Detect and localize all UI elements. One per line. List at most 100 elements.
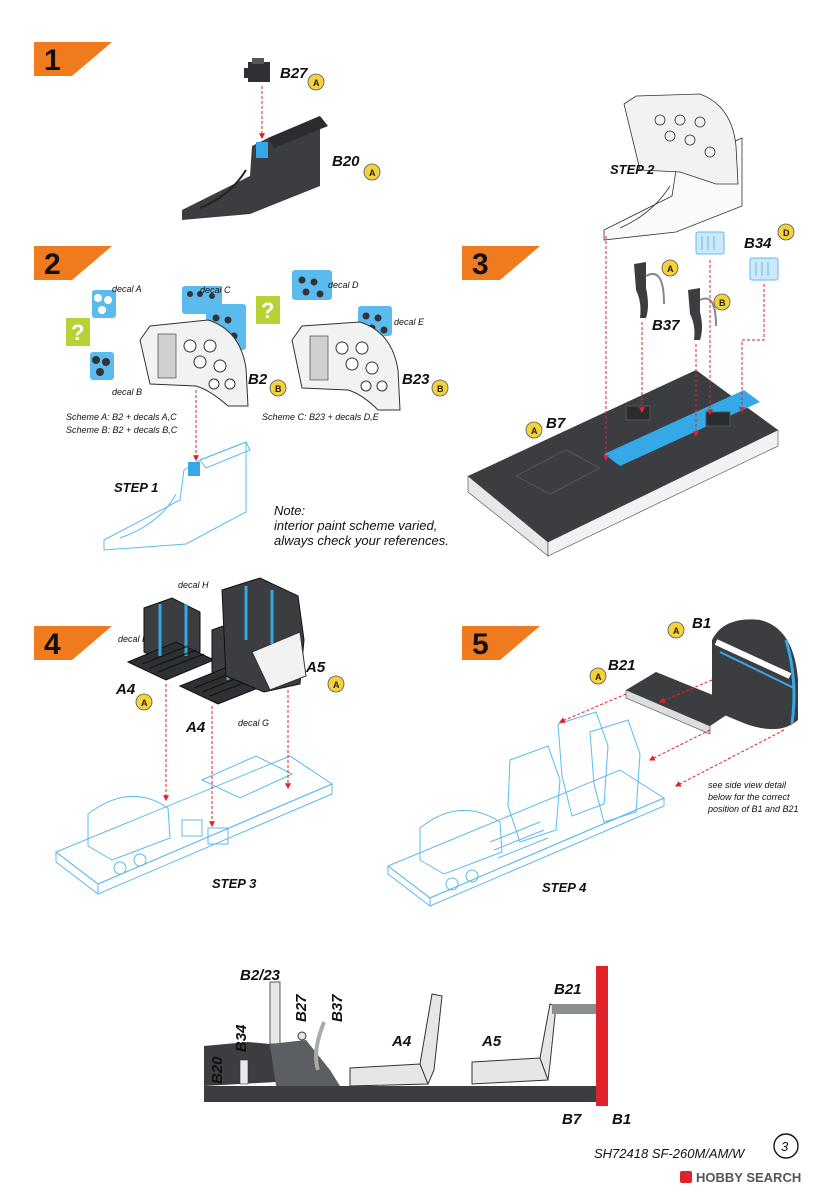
side-view-stick xyxy=(314,1021,326,1071)
svg-text:A: A xyxy=(673,626,680,636)
decal-b xyxy=(90,352,114,380)
sprue-badge-a: A xyxy=(667,621,685,639)
step-5-panel: 5 B1 A B21 A see side view detail below … xyxy=(387,615,799,908)
step-2-reference xyxy=(603,93,743,241)
part-b20 xyxy=(182,116,328,220)
svg-text:A: A xyxy=(333,680,340,690)
sprue-badge-b: B xyxy=(431,379,449,397)
part-label-b34: B34 xyxy=(744,235,772,252)
step-1-number: 1 xyxy=(44,44,61,77)
side-label-b21: B21 xyxy=(554,981,582,998)
side-view-seat-a4 xyxy=(349,993,443,1087)
sprue-badge-a: A xyxy=(589,667,607,685)
svg-text:A: A xyxy=(369,168,376,178)
part-b27 xyxy=(244,58,270,82)
step-2-badge xyxy=(34,246,112,280)
part-label-b23: B23 xyxy=(402,371,430,388)
arrow-b1-b xyxy=(674,729,785,787)
scheme-a-text: Scheme A: B2 + decals A,C xyxy=(66,412,177,422)
side-label-a4: A4 xyxy=(391,1033,412,1050)
svg-text:?: ? xyxy=(71,320,84,345)
arrow-b21-b xyxy=(648,729,711,761)
page-number-circle xyxy=(773,1133,799,1159)
part-b34 xyxy=(695,231,779,281)
side-label-b34: B34 xyxy=(233,1024,250,1052)
part-label-b21: B21 xyxy=(608,657,636,674)
side-view-panel: B2/23 B27 B37 B34 B20 A4 A5 B21 B7 B1 xyxy=(204,966,631,1128)
side-label-b37: B37 xyxy=(329,994,346,1022)
note-line-2: always check your references. xyxy=(274,533,449,548)
part-b7 xyxy=(467,370,779,557)
svg-text:?: ? xyxy=(261,298,274,323)
product-code: SH72418 SF-260M/AM/W xyxy=(594,1146,746,1161)
part-b2 xyxy=(139,319,249,407)
sprue-badge-a: A xyxy=(363,163,381,181)
step-4-reference xyxy=(387,711,666,908)
side-view-b27 xyxy=(297,1031,307,1041)
step-4-ref-label: STEP 4 xyxy=(542,880,587,895)
question-icon: ? xyxy=(256,296,280,324)
part-label-a4-left: A4 xyxy=(115,681,136,698)
side-label-b27: B27 xyxy=(293,994,310,1022)
decal-label-g: decal G xyxy=(238,718,269,728)
sprue-badge-d: D xyxy=(777,223,795,241)
decal-label-f: decal F xyxy=(118,634,148,644)
decal-label-a: decal A xyxy=(112,284,142,294)
scheme-b-text: Scheme B: B2 + decals B,C xyxy=(66,425,178,435)
side-label-b20: B20 xyxy=(209,1056,226,1084)
side-view-seat-a5 xyxy=(471,1003,557,1085)
side-view-note-2: below for the correct xyxy=(708,792,790,802)
sprue-badge-a: A xyxy=(135,693,153,711)
side-view-floor xyxy=(204,1086,604,1102)
part-label-b20: B20 xyxy=(332,153,360,170)
page-number: 3 xyxy=(781,1139,789,1154)
step-4-badge xyxy=(34,626,112,660)
watermark: HOBBY SEARCH xyxy=(696,1170,801,1185)
seat-a4-left xyxy=(126,597,216,681)
decal-label-e: decal E xyxy=(394,317,425,327)
side-label-b1: B1 xyxy=(612,1111,631,1128)
decal-label-h: decal H xyxy=(178,580,209,590)
part-b23 xyxy=(291,321,401,411)
footer: SH72418 SF-260M/AM/W 3 HOBBY SEARCH xyxy=(594,1133,801,1185)
decal-a xyxy=(92,290,116,318)
arrow-b34-b xyxy=(739,284,765,414)
step-4-number: 4 xyxy=(44,628,61,661)
step-1-reference xyxy=(103,441,251,551)
decal-label-d: decal D xyxy=(328,280,359,290)
part-label-b1: B1 xyxy=(692,615,711,632)
note-title: Note: xyxy=(274,503,305,518)
step-3-panel: 3 STEP 2 B34 D B37 xyxy=(462,93,795,557)
step-4-panel: 4 decal H decal F decal G A4 A xyxy=(34,577,345,896)
part-b37 xyxy=(634,262,717,340)
part-label-a5: A5 xyxy=(305,659,326,676)
svg-text:D: D xyxy=(783,228,790,238)
part-label-b2: B2 xyxy=(248,371,268,388)
step-3-number: 3 xyxy=(472,248,489,281)
part-b1 xyxy=(712,619,798,730)
step-2-number: 2 xyxy=(44,248,61,281)
step-3-reference xyxy=(55,755,334,896)
svg-text:B: B xyxy=(437,384,444,394)
step-1-panel: 1 B27 A B20 A xyxy=(34,42,381,220)
sprue-badge-a: A xyxy=(525,421,543,439)
side-label-b2-23: B2/23 xyxy=(240,967,281,984)
step-2-ref-label: STEP 2 xyxy=(610,162,655,177)
part-label-b27: B27 xyxy=(280,65,308,82)
step-2-panel: 2 ? decal A decal B decal C xyxy=(34,246,449,551)
decal-label-c: decal C xyxy=(200,285,231,295)
decal-c xyxy=(182,286,246,350)
note-line-1: interior paint scheme varied, xyxy=(274,518,437,533)
step-3-badge xyxy=(462,246,540,280)
step-5-badge xyxy=(462,626,540,660)
step-3-ref-label: STEP 3 xyxy=(212,876,257,891)
part-label-b7: B7 xyxy=(546,415,566,432)
svg-text:A: A xyxy=(313,78,320,88)
sprue-badge-a: A xyxy=(327,675,345,693)
decal-d xyxy=(292,270,332,300)
side-view-b1 xyxy=(596,966,608,1106)
part-b21 xyxy=(625,672,740,735)
side-view-panel-b2 xyxy=(269,981,281,1045)
sprue-badge-a: A xyxy=(307,73,325,91)
